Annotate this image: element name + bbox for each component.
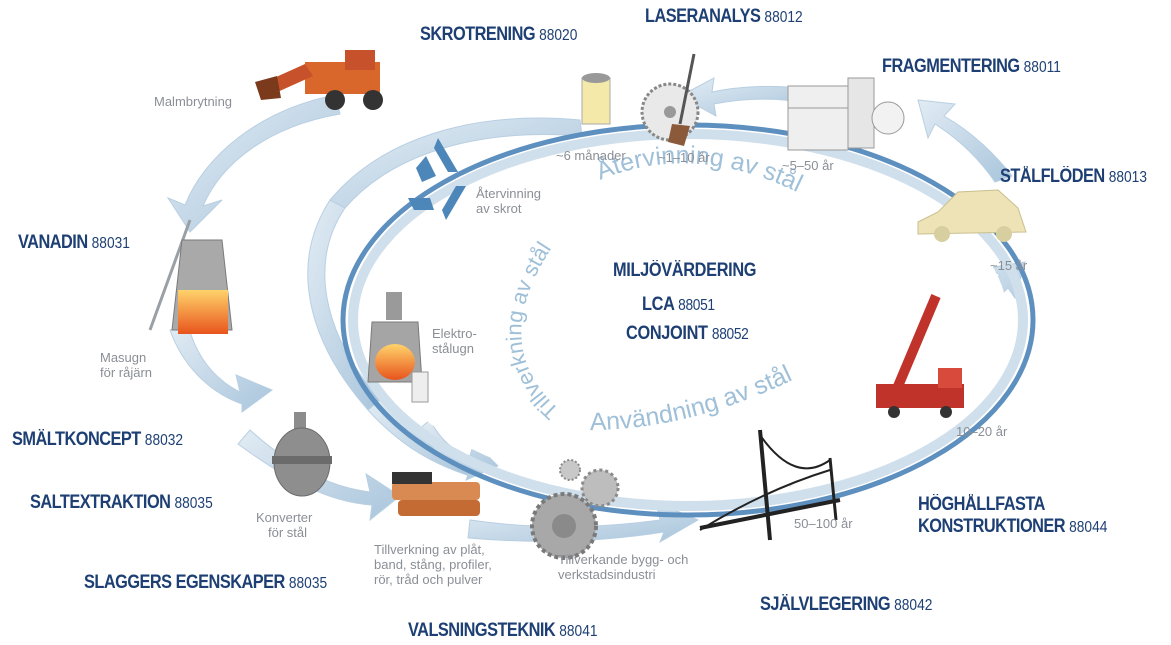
caption-line: Återvinning — [476, 186, 542, 201]
project-code: 88041 — [559, 623, 598, 640]
project-laseranalys: LASERANALYS 88012 — [645, 6, 803, 29]
caption-time-10-20: 10–20 år — [956, 424, 1008, 439]
caption-time-15: ~15 år — [990, 258, 1028, 273]
caption-line: Elektro- — [432, 326, 477, 341]
project-name-line2: KONSTRUKTIONER — [918, 516, 1066, 537]
steel-products-icon — [392, 472, 480, 516]
project-smaltkoncept: SMÄLTKONCEPT 88032 — [12, 429, 183, 452]
project-name: SLAGGERS EGENSKAPER — [84, 572, 285, 593]
use-cycle-ellipse-inner — [348, 129, 1028, 511]
caption-tillverkning: Tillverkning av plåt, band, stång, profi… — [374, 542, 492, 587]
project-name: STÅLFLÖDEN — [1000, 166, 1105, 187]
project-name: SALTEXTRAKTION — [30, 492, 171, 513]
recycle-icon — [408, 138, 466, 220]
caption-time-50-100: 50–100 år — [794, 516, 853, 531]
project-code: 88035 — [174, 495, 213, 512]
project-code: 88052 — [711, 326, 749, 343]
caption-masugn: Masugn för råjärn — [100, 350, 152, 380]
car-body-icon — [917, 189, 1027, 242]
project-vanadin: VANADIN 88031 — [18, 232, 130, 255]
project-name: CONJOINT — [626, 323, 708, 344]
use-cycle-fill — [368, 145, 1008, 495]
caption-line: av skrot — [476, 201, 522, 216]
caption-industri: Tillverkande bygg- och verkstadsindustri — [558, 552, 688, 582]
project-skrotrening: SKROTRENING 88020 — [420, 24, 577, 47]
project-name: SJÄLVLEGERING — [760, 594, 891, 615]
caption-elektro: Elektro- stålugn — [432, 326, 477, 356]
project-valsningsteknik: VALSNINGSTEKNIK 88041 — [408, 620, 598, 643]
caption-konverter: Konverter för stål — [256, 510, 312, 540]
arrow-ore-to-furnace — [166, 94, 341, 233]
project-name: SMÄLTKONCEPT — [12, 429, 141, 450]
caption-line: för råjärn — [100, 365, 153, 380]
gears-icon — [530, 459, 620, 560]
center-conjoint: CONJOINT 88052 — [626, 323, 749, 345]
center-lca: LCA 88051 — [642, 294, 715, 316]
caption-line: Tillverkning av plåt, — [374, 542, 485, 557]
caption-line: för stål — [268, 525, 308, 540]
project-code: 88051 — [678, 297, 715, 314]
project-stalfloden: STÅLFLÖDEN 88013 — [1000, 166, 1147, 189]
caption-time-5-50: ~5–50 år — [782, 158, 834, 173]
project-code: 88035 — [288, 575, 328, 592]
project-name: SKROTRENING — [420, 24, 536, 45]
appliances-icon — [787, 77, 905, 151]
bridge-icon — [699, 429, 841, 541]
arrow-appliances-to-saw — [678, 77, 811, 117]
arrow-car-to-appliances — [917, 99, 1013, 183]
project-name: VALSNINGSTEKNIK — [408, 620, 556, 641]
caption-line: stålugn — [432, 341, 474, 356]
excavator-icon — [255, 50, 383, 110]
project-name-line1: HÖGHÅLLFASTA — [918, 494, 1045, 515]
arrow-furnace-to-converter — [169, 324, 274, 413]
project-code: 88012 — [764, 9, 803, 26]
project-code: 88013 — [1108, 169, 1147, 186]
shovel-icon — [668, 53, 696, 146]
caption-line: rör, tråd och pulver — [374, 572, 483, 587]
caption-time-6-months: ~6 månader — [556, 148, 626, 163]
caption-line: Masugn — [100, 350, 147, 365]
project-slaggers: SLAGGERS EGENSKAPER 88035 — [84, 572, 327, 595]
saw-blade-icon — [640, 82, 700, 142]
project-code: 88042 — [894, 597, 933, 614]
project-name: LCA — [642, 294, 674, 315]
paint-can-icon — [581, 73, 611, 125]
project-code: 88011 — [1023, 59, 1061, 76]
caption-line: Tillverkande bygg- och — [558, 552, 689, 567]
crane-truck-icon — [876, 294, 964, 418]
caption-atervinning: Återvinning av skrot — [476, 186, 541, 216]
converter-icon — [272, 412, 332, 497]
project-hoghallfasta: HÖGHÅLLFASTA KONSTRUKTIONER 88044 — [918, 494, 1107, 539]
project-code: 88044 — [1069, 519, 1108, 536]
caption-line: verkstadsindustri — [558, 567, 656, 582]
project-name: FRAGMENTERING — [882, 56, 1020, 77]
project-saltextraktion: SALTEXTRAKTION 88035 — [30, 492, 213, 515]
project-code: 88020 — [539, 27, 578, 44]
project-fragmentering: FRAGMENTERING 88011 — [882, 56, 1061, 79]
project-code: 88031 — [91, 235, 130, 252]
project-sjalvlegering: SJÄLVLEGERING 88042 — [760, 594, 932, 617]
center-title: MILJÖVÄRDERING — [613, 260, 757, 282]
caption-line: Konverter — [256, 510, 313, 525]
caption-malmbrytning: Malmbrytning — [154, 94, 233, 109]
caption-time-1-10: ~1–10 år — [658, 150, 710, 165]
project-name: VANADIN — [18, 232, 88, 253]
caption-line: band, stång, profiler, — [374, 557, 492, 572]
project-name: LASERANALYS — [645, 6, 761, 27]
project-code: 88032 — [144, 432, 184, 449]
electric-arc-furnace-icon — [367, 292, 429, 403]
blast-furnace-icon — [148, 219, 233, 334]
center-title-text: MILJÖVÄRDERING — [613, 260, 757, 281]
